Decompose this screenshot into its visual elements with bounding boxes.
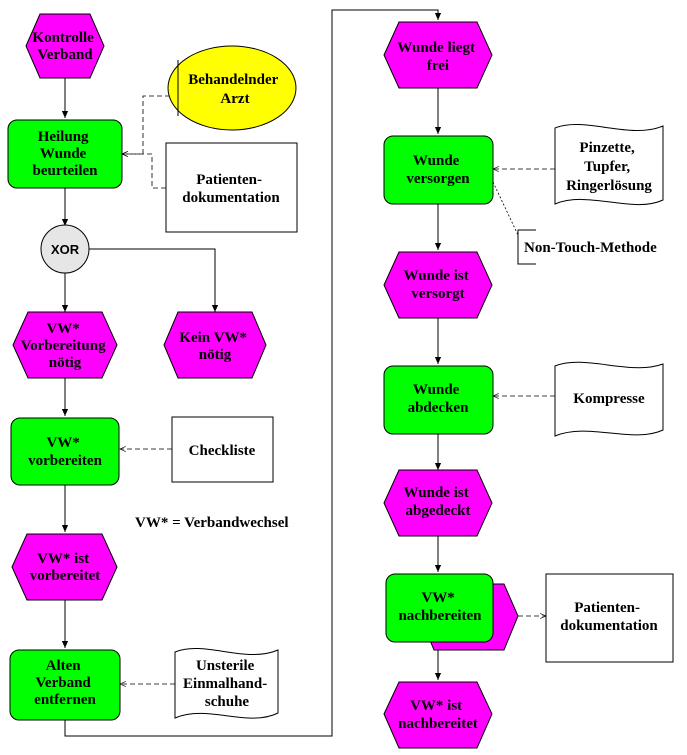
function-vw-vorbereiten: VW* vorbereiten: [10, 417, 120, 486]
document-pinzette-tupfer: Pinzette, Tupfer, Ringerlösung: [554, 124, 664, 206]
xor-label: XOR: [51, 242, 80, 257]
document-pinzette-tupfer-label: Pinzette, Tupfer, Ringerlösung: [566, 140, 652, 194]
event-kontrolle-verband-label: Kontrolle Verband: [32, 30, 97, 63]
document-einmalhandschuhe: Unsterile Einmalhand- schuhe: [174, 648, 279, 719]
document-checkliste: Checkliste: [171, 416, 274, 483]
event-wunde-abgedeckt-label: Wunde ist abgedeckt: [404, 485, 473, 519]
event-wunde-versorgt: Wunde ist versorgt: [383, 251, 493, 319]
document-patientendokumentation-1-label: Patienten- dokumentation: [182, 172, 280, 206]
function-verband-entfernen-label: Alten Verband entfernen: [34, 658, 96, 708]
annotation-non-touch-methode: Non-Touch-Methode: [517, 229, 657, 265]
event-vw-nachbereitet: VW* ist nachbereitet: [383, 681, 493, 749]
flow-connectors: [61, 9, 442, 737]
event-vw-vorbereitet-label: VW* ist vorbereitet: [30, 551, 101, 584]
document-patientendokumentation-2: Patienten- dokumentation: [545, 573, 674, 663]
document-patientendokumentation-1: Patienten- dokumentation: [165, 142, 298, 233]
function-wunde-abdecken-label: Wunde abdecken: [408, 382, 470, 416]
org-unit-behandelnder-arzt: Behandelnder Arzt: [167, 45, 297, 131]
function-heilung-beurteilen-label: Heilung Wunde beurteilen: [33, 129, 99, 179]
function-vw-vorbereiten-label: VW* vorbereiten: [28, 435, 103, 469]
event-vw-vorbereitet: VW* ist vorbereitet: [11, 533, 118, 601]
function-wunde-versorgen: Wunde versorgen: [383, 135, 494, 205]
document-kompresse: Kompresse: [554, 361, 664, 437]
event-wunde-versorgt-label: Wunde ist versorgt: [404, 268, 473, 302]
document-kompresse-label: Kompresse: [573, 391, 645, 407]
function-wunde-versorgen-label: Wunde versorgen: [406, 153, 470, 187]
event-wunde-liegt-frei-label: Wunde liegt frei: [397, 40, 478, 74]
function-vw-nachbereiten: VW* nachbereiten: [385, 573, 519, 651]
event-kontrolle-verband: Kontrolle Verband: [25, 13, 105, 79]
function-verband-entfernen: Alten Verband entfernen: [9, 649, 121, 721]
legend-abbreviation: VW* = Verbandwechsel: [135, 515, 289, 531]
event-vorbereitung-noetig: VW* Vorbereitung nötig: [12, 311, 118, 379]
event-vorbereitung-noetig-label: VW* Vorbereitung nötig: [21, 321, 110, 371]
document-einmalhandschuhe-label: Unsterile Einmalhand- schuhe: [183, 658, 271, 710]
event-wunde-liegt-frei: Wunde liegt frei: [383, 21, 493, 89]
function-vw-nachbereiten-label: VW* nachbereiten: [398, 590, 482, 624]
function-heilung-beurteilen: Heilung Wunde beurteilen: [7, 119, 123, 189]
org-unit-behandelnder-arzt-label: Behandelnder Arzt: [188, 72, 282, 107]
event-vw-nachbereitet-label: VW* ist nachbereitet: [398, 698, 478, 732]
event-kein-vw-noetig: Kein VW* nötig: [163, 311, 267, 379]
xor-operator: XOR: [40, 224, 90, 274]
document-checkliste-label: Checkliste: [189, 443, 256, 459]
resource-connectors: [120, 95, 555, 684]
event-kein-vw-noetig-label: Kein VW* nötig: [179, 330, 250, 363]
document-patientendokumentation-2-label: Patienten- dokumentation: [560, 600, 658, 634]
annotation-non-touch-methode-label: Non-Touch-Methode: [524, 240, 657, 256]
function-wunde-abdecken: Wunde abdecken: [383, 365, 494, 435]
event-wunde-abgedeckt: Wunde ist abgedeckt: [383, 469, 493, 537]
